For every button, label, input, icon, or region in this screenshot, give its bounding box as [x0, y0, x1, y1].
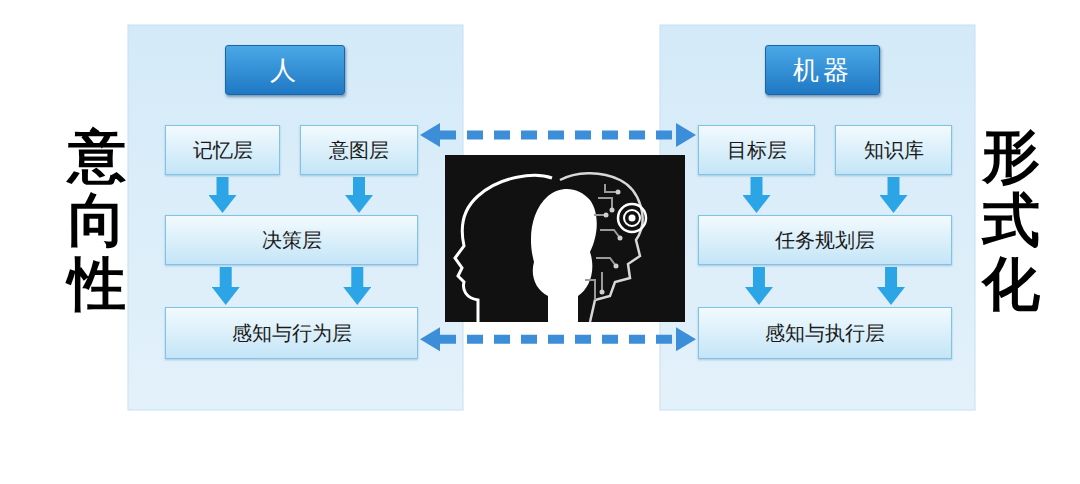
layer-label: 决策层 — [262, 227, 322, 254]
circuit-dots — [600, 190, 623, 295]
layer-box: 任务规划层 — [698, 215, 952, 265]
layer-label: 目标层 — [727, 137, 787, 164]
flow-arrow — [885, 267, 897, 287]
robot-profile-outline — [560, 173, 643, 322]
flow-arrow — [351, 267, 363, 287]
flow-arrow — [220, 267, 232, 287]
group-panel: 人记忆层意图层决策层感知与行为层意向性 — [128, 25, 463, 410]
layer-label: 任务规划层 — [775, 227, 875, 254]
layer-box: 感知与行为层 — [165, 307, 418, 359]
illustration-ground — [445, 155, 685, 322]
panel-ground — [128, 25, 463, 410]
flow-arrow — [217, 177, 229, 195]
side-title: 形式化 — [982, 125, 1040, 316]
header-tab: 人 — [225, 45, 345, 95]
layer-label: 记忆层 — [193, 137, 253, 164]
robot-eye — [618, 204, 646, 232]
dashed-double-arrow — [440, 335, 676, 344]
layer-label: 感知与执行层 — [765, 320, 885, 347]
layer-label: 知识库 — [864, 137, 924, 164]
layer-box: 意图层 — [300, 125, 418, 175]
human-robot-head-illustration — [445, 155, 685, 322]
white-keyhole-silhouette — [531, 189, 597, 322]
panel-grounds — [128, 25, 975, 410]
flow-arrow — [888, 177, 900, 195]
layer-box: 记忆层 — [165, 125, 280, 175]
circuit-traces — [585, 184, 620, 300]
dashed-double-arrow — [440, 131, 676, 140]
flow-arrow — [753, 267, 765, 287]
panel-ground — [660, 25, 975, 410]
header-label: 机器 — [793, 53, 853, 88]
flow-arrow — [751, 177, 763, 195]
layer-box: 决策层 — [165, 215, 418, 265]
flow-arrow — [353, 177, 365, 195]
header-label: 人 — [270, 53, 300, 88]
layer-label: 意图层 — [329, 137, 389, 164]
layer-label: 感知与行为层 — [232, 320, 352, 347]
group-panel: 机器目标层知识库任务规划层感知与执行层形式化 — [660, 25, 975, 410]
layer-box: 感知与执行层 — [698, 307, 952, 359]
layer-box: 知识库 — [835, 125, 952, 175]
layer-box: 目标层 — [698, 125, 815, 175]
side-title: 意向性 — [68, 125, 126, 316]
header-tab: 机器 — [765, 45, 880, 95]
